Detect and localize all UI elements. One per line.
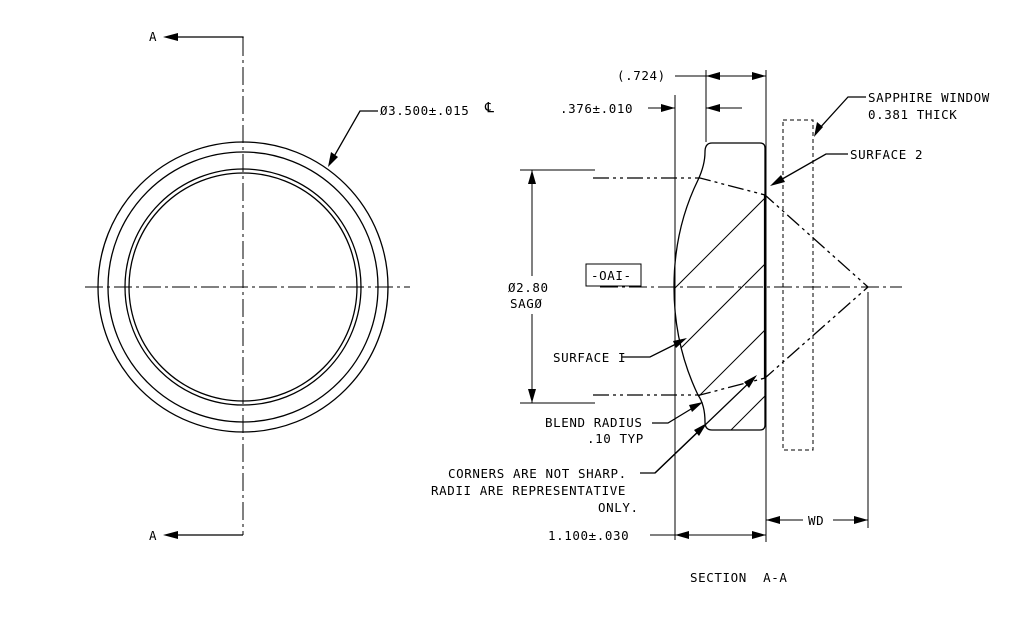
oai-tag-box [585, 263, 642, 287]
dim-724-arrow-right [752, 72, 766, 80]
corners-note-line2: RADII ARE REPRESENTATIVE [431, 483, 626, 498]
corners-note-line3: ONLY. [598, 500, 639, 515]
window-label-line2: 0.381 THICK [868, 107, 957, 122]
section-view: (.724) .376±.010 SAPPHIRE WINDOW 0.381 T… [431, 68, 990, 585]
corners-arrow-2 [744, 375, 757, 388]
section-marker-top-leader [170, 36, 244, 38]
diameter-leader [331, 110, 378, 161]
diameter-callout: Ø3.500±.015 [380, 103, 469, 118]
third-circle [124, 168, 362, 406]
blend-radius-line2: .10 TYP [587, 431, 644, 446]
blend-radius-arrow [689, 402, 703, 412]
section-hatching [674, 143, 765, 430]
window-label-line1: SAPPHIRE WINDOW [868, 90, 990, 105]
dim-1100-arrow-right [752, 531, 766, 539]
corners-leader-2 [654, 379, 753, 474]
front-view: A A Ø3.500±.015 ℄ [85, 29, 495, 543]
wd-arrow-right [854, 516, 868, 524]
window-leader [817, 96, 866, 131]
dim-724-arrow-left [706, 72, 720, 80]
aperture-dim-line1: Ø2.80 [508, 280, 549, 295]
oai-tag: -OAI- [591, 268, 632, 283]
diameter-leader-arrow [328, 152, 338, 167]
aperture-arrow-bottom [528, 389, 536, 403]
section-marker-top: A [149, 29, 157, 44]
section-marker-bottom: A [149, 528, 157, 543]
surface-1-leader [622, 341, 681, 358]
surface-2-leader [776, 153, 848, 183]
surface-2-leader-arrow [770, 175, 785, 186]
lens-section-outline [673, 142, 766, 431]
section-title: SECTION A-A [690, 570, 788, 585]
inner-circle [128, 172, 358, 402]
surface-1-leader-arrow [673, 338, 687, 348]
dim-376-arrow-right [706, 104, 720, 112]
ray-top [593, 177, 869, 288]
corners-note-line1: CORNERS ARE NOT SHARP. [448, 466, 627, 481]
second-circle [107, 151, 379, 423]
sapphire-window [782, 119, 814, 451]
dim-376-arrow-left [661, 104, 675, 112]
section-arrow-top [163, 33, 178, 41]
dim-edge: .376±.010 [560, 101, 633, 116]
blend-radius-line1: BLEND RADIUS [545, 415, 643, 430]
surface-2-label: SURFACE 2 [850, 147, 923, 162]
wd-arrow-left [766, 516, 780, 524]
section-arrow-bottom [163, 531, 178, 539]
outer-diameter-circle [97, 141, 389, 433]
centerline-symbol: ℄ [484, 100, 495, 116]
dim-thickness: 1.100±.030 [548, 528, 629, 543]
surface-1-label: SURFACE I [553, 350, 626, 365]
aperture-arrow-top [528, 170, 536, 184]
ray-bottom [593, 286, 869, 396]
dim-1100-arrow-left [675, 531, 689, 539]
aperture-dim-line2: SAGØ [510, 296, 543, 311]
dim-wd: WD [808, 513, 824, 528]
dim-overall-top: (.724) [617, 68, 666, 83]
blend-radius-leader [652, 405, 697, 424]
window-leader-arrow [814, 122, 823, 137]
corners-leader-1 [640, 427, 703, 474]
